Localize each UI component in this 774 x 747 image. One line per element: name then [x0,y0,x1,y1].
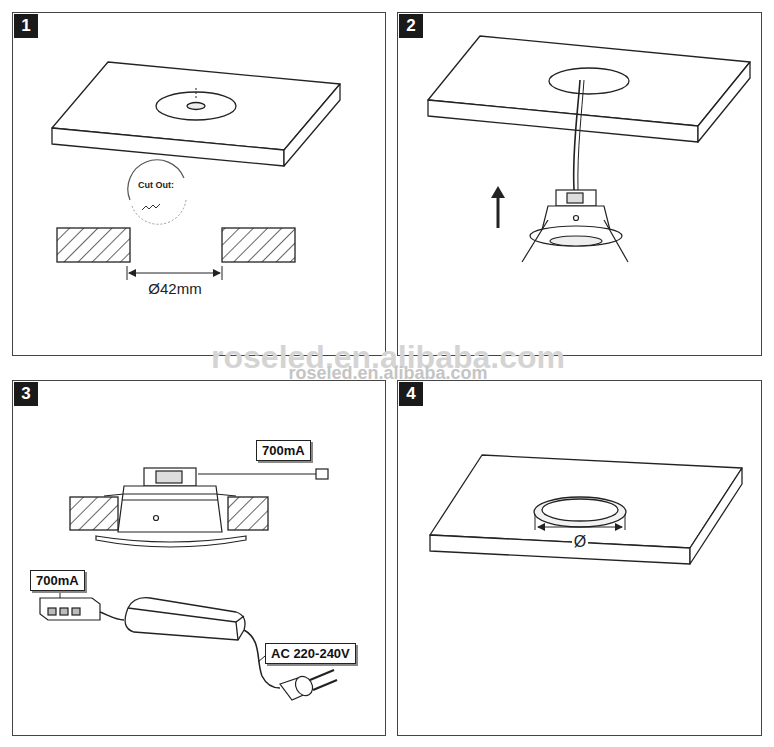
value-label: AC 220-240V [271,646,350,661]
step-number-box: 3 [14,382,38,406]
value-tag: 700mA [30,570,85,591]
dimension: Ø [572,533,588,551]
value-label: 700mA [262,443,305,458]
step-number-box: 4 [399,382,423,406]
value-label: 700mA [36,573,79,588]
callout-number: 4 [406,384,415,404]
value-tag: AC 220-240V [265,643,356,664]
callout-number: 1 [21,16,30,36]
callout-number: 3 [21,384,30,404]
dimension: Ø42mm [148,281,201,298]
callout-number: 2 [406,16,415,36]
value-tag: 700mA [256,440,311,461]
watermark: roseled.en.alibaba.com [288,364,487,384]
step-number-box: 2 [399,14,423,38]
step-number-box: 1 [14,14,38,38]
cutout-label: Cut Out: [138,181,174,191]
